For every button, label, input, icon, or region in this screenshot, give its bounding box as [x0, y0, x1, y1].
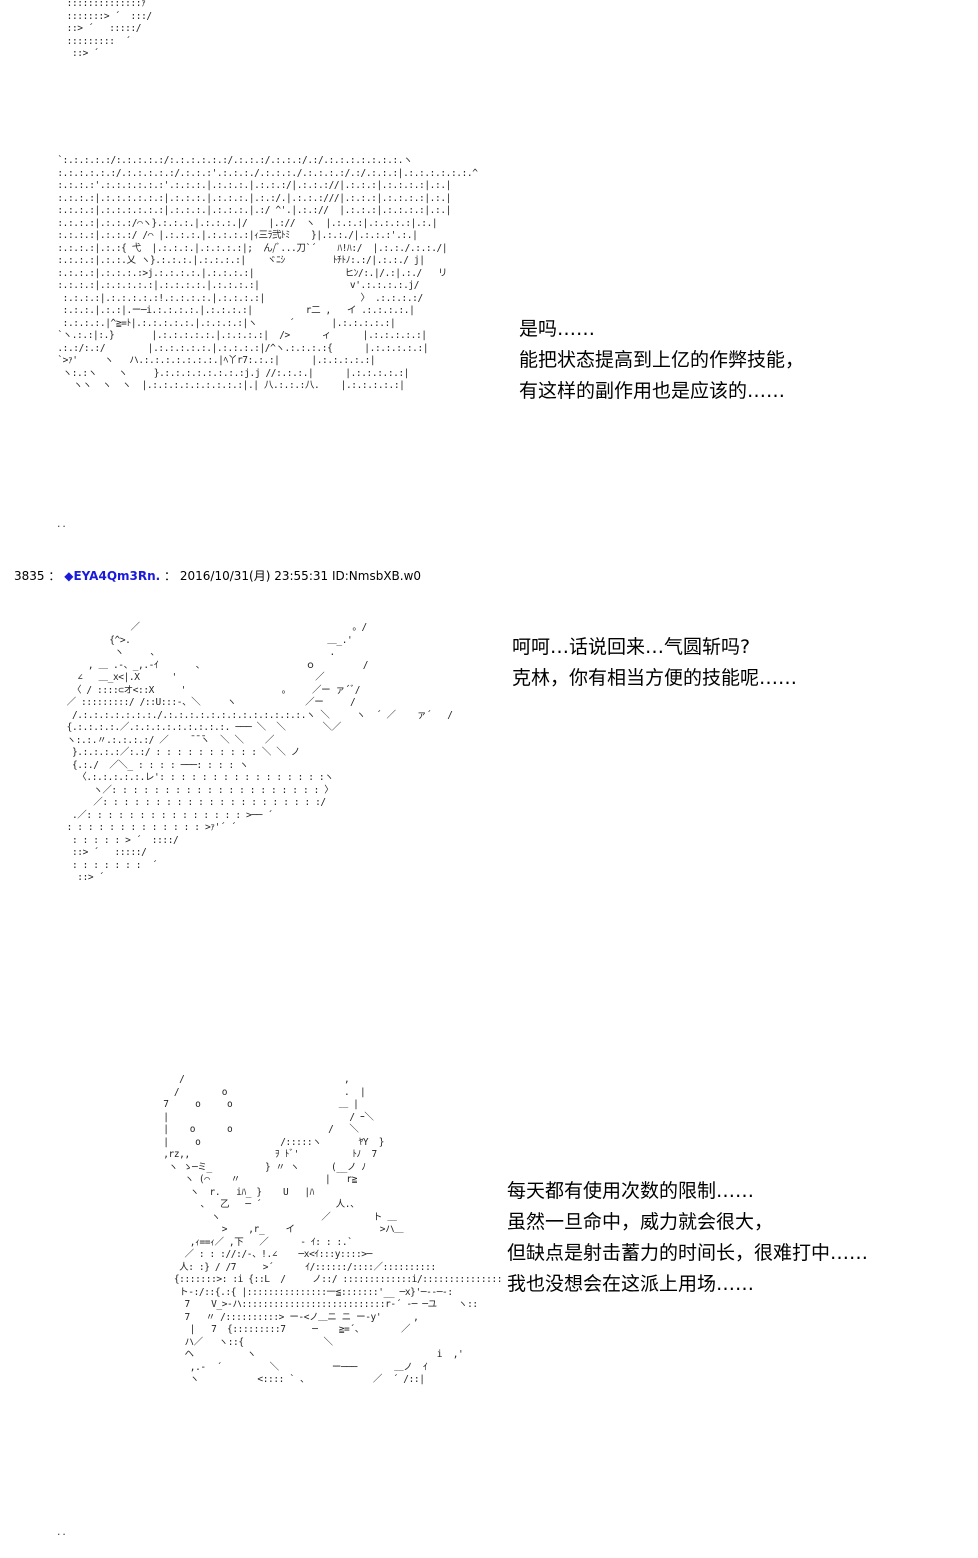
dialogue-line: 呵呵…话说回来…气圆斩吗? — [512, 636, 751, 658]
ascii-art-panel-2: ／ 。/ {^>. ＿_.' ヽ 、 . , ＿ .-、_,.-ｲ 、 ｏ — [66, 622, 453, 883]
dialogue-line: 是吗…… — [519, 318, 596, 340]
dialogue-line: 我也没想会在这派上用场…… — [507, 1273, 755, 1295]
dialogue-panel-2: 呵呵…话说回来…气圆斩吗? 克林，你有相当方便的技能呢…… — [512, 632, 797, 694]
post-datetime: 2016/10/31(月) 23:55:31 — [179, 569, 329, 583]
dialogue-line: 能把状态提高到上亿的作弊技能， — [519, 349, 805, 371]
post-separator: ： — [164, 569, 177, 583]
dialogue-panel-3: 每天都有使用次数的限制…… 虽然一旦命中，威力就会很大， 但缺点是射击蓄力的时间… — [507, 1176, 868, 1300]
post-id[interactable]: ID:NmsbXB.w0 — [331, 569, 422, 583]
post-header: 3835 ： ◆EYA4Qm3Rn. ： 2016/10/31(月) 23:55… — [14, 568, 421, 584]
dialogue-panel-1: 是吗…… 能把状态提高到上亿的作弊技能， 有这样的副作用也是应该的…… — [519, 314, 804, 407]
poster-name[interactable]: ◆EYA4Qm3Rn. — [64, 569, 161, 583]
dialogue-line: 克林，你有相当方便的技能呢…… — [512, 667, 798, 689]
dialogue-line: 有这样的副作用也是应该的…… — [519, 380, 786, 402]
dialogue-line: 每天都有使用次数的限制…… — [507, 1180, 755, 1202]
post-number: 3835 — [14, 569, 45, 583]
ascii-art-panel-3: / , / o . | 7 o o ＿ | | / ｰ＼ | o — [163, 1074, 503, 1385]
ascii-art-panel-1: `:.:.:.:.:/:.:.:.:.:/:.:.:.:.:.:/.:.:.:/… — [57, 155, 478, 391]
dots-decoration: .. — [56, 520, 67, 530]
dialogue-line: 虽然一旦命中，威力就会很大， — [507, 1211, 774, 1233]
ascii-art-top-fragment: ::::::::::::::ｧ :::::::> ´ :::/ ::> ´ ::… — [66, 0, 153, 59]
dots-decoration: .. — [56, 1528, 67, 1538]
post-separator: ： — [48, 569, 61, 583]
dialogue-line: 但缺点是射击蓄力的时间长，很难打中…… — [507, 1242, 869, 1264]
